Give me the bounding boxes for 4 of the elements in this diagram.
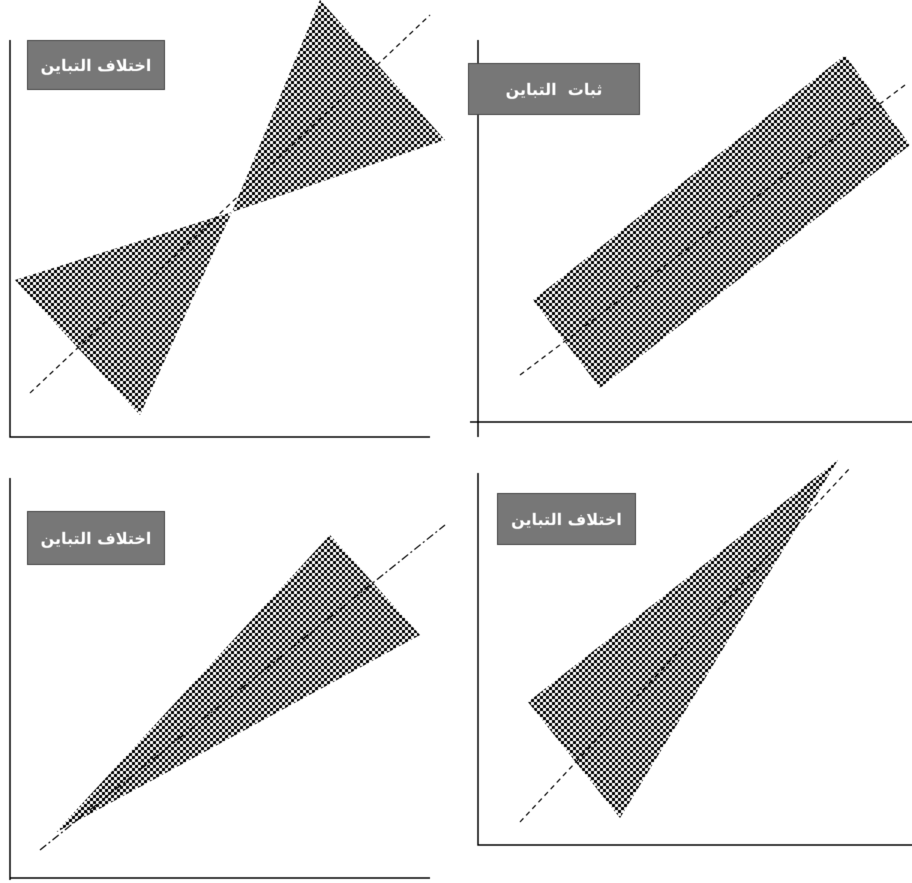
label-box: اختلاف التباين xyxy=(27,511,165,565)
label-box: اختلاف التباين xyxy=(497,493,636,545)
label-box: ثبات التباين xyxy=(468,63,640,115)
label-box: اختلاف التباين xyxy=(27,40,165,90)
